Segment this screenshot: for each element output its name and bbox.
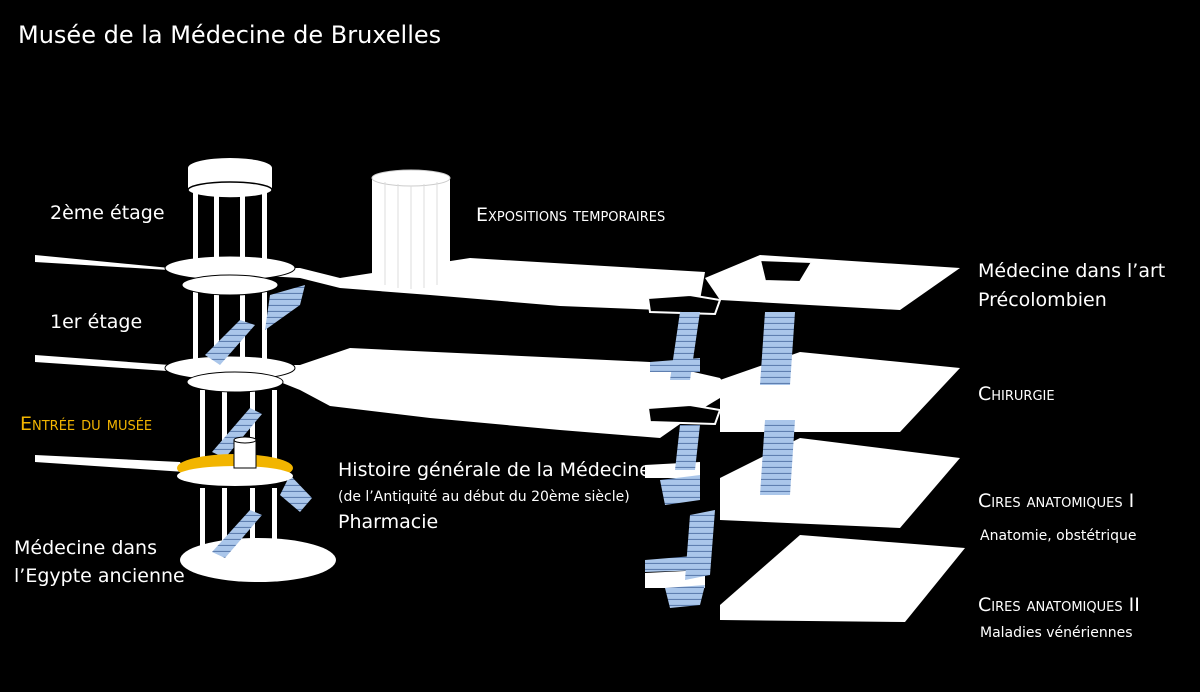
ground-floor-slab xyxy=(35,438,960,528)
entrance-label: Entrée du musée xyxy=(20,413,153,435)
cires1-sublabel: Anatomie, obstétrique xyxy=(980,528,1137,544)
staircases xyxy=(645,293,795,608)
floor-1-slab xyxy=(35,348,960,438)
basement-slab xyxy=(180,535,965,622)
basement-label-line1: Médecine dans xyxy=(14,537,157,559)
floor-2-slab xyxy=(35,255,960,310)
exhibition-cylinder xyxy=(371,169,451,290)
floor-1-label: 1er étage xyxy=(50,311,143,333)
basement-label-line2: l’Egypte ancienne xyxy=(14,565,185,587)
page-title: Musée de la Médecine de Bruxelles xyxy=(18,21,442,49)
art-label-line1: Médecine dans l’art xyxy=(978,260,1166,282)
floor-2-label: 2ème étage xyxy=(50,202,165,224)
tower xyxy=(181,158,312,558)
art-label-line2: Précolombien xyxy=(978,289,1107,311)
cires2-label: Cires anatomiques II xyxy=(978,594,1140,616)
histoire-label: Histoire générale de la Médecine xyxy=(338,459,651,481)
cires1-label: Cires anatomiques I xyxy=(978,490,1135,512)
chirurgie-label: Chirurgie xyxy=(978,383,1055,405)
entrance-platform xyxy=(177,436,293,486)
histoire-sublabel: (de l’Antiquité au début du 20ème siècle… xyxy=(338,489,630,505)
expositions-label: Expositions temporaires xyxy=(476,204,666,226)
cires2-sublabel: Maladies vénériennes xyxy=(980,625,1133,641)
pharmacie-label: Pharmacie xyxy=(338,511,439,533)
